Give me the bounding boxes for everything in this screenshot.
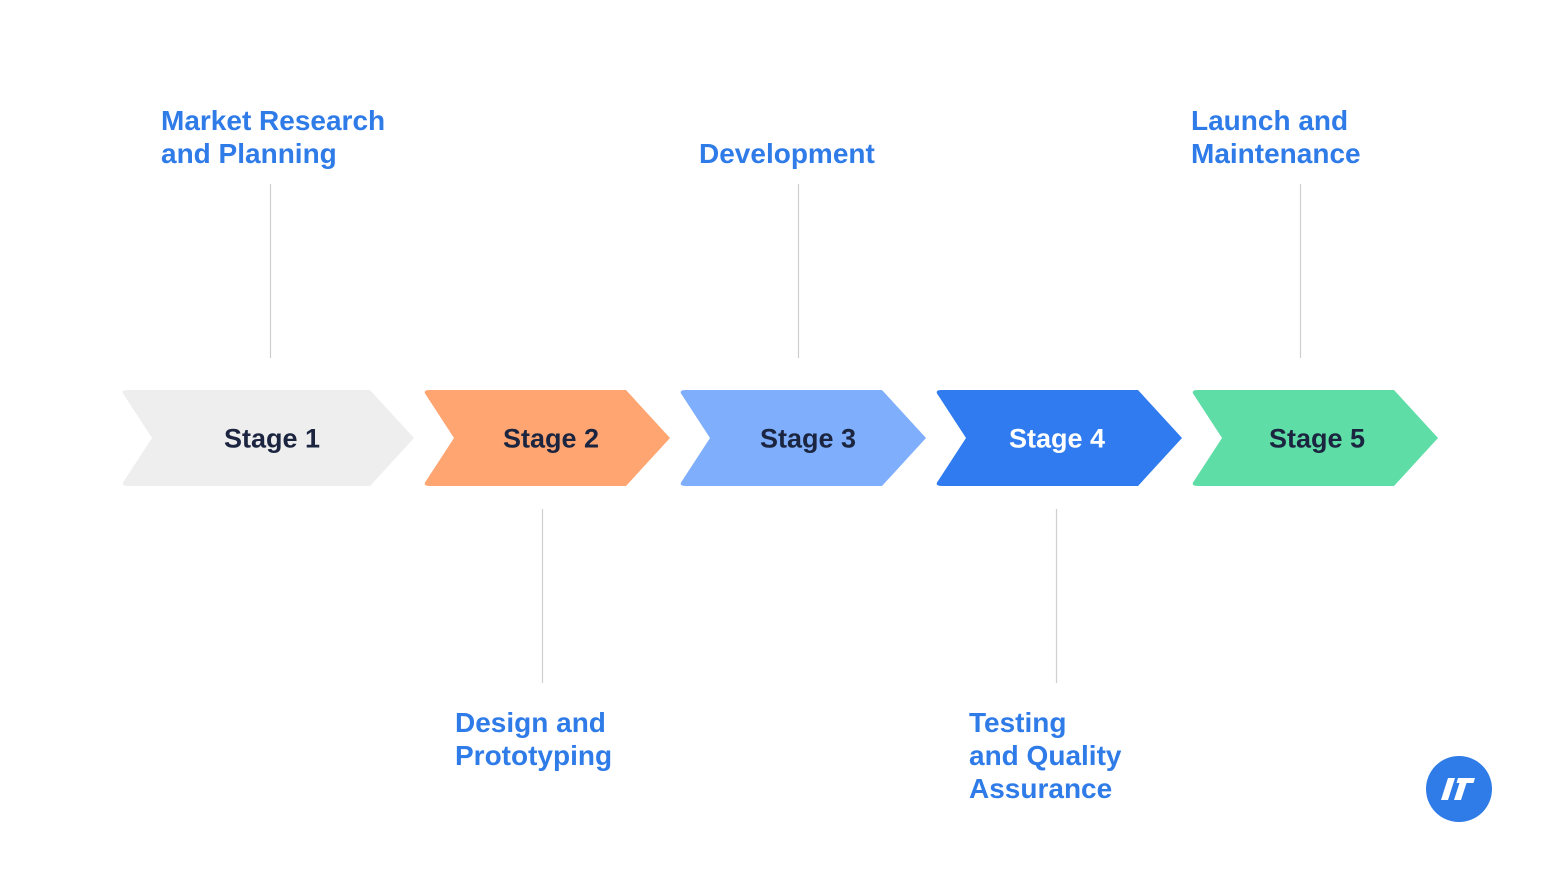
caption-line: Development [699,138,875,169]
caption-line: Prototyping [455,740,613,771]
caption-line: and Quality [969,740,1122,771]
caption-line: Assurance [969,773,1113,804]
stage-2-caption: Design and Prototyping [455,706,612,772]
stage-5-caption: Launch and Maintenance [1191,104,1361,170]
stage-1-caption: Market Research and Planning [161,104,385,170]
caption-line: Market Research [161,105,386,136]
stage-2-chevron [424,390,670,486]
stage-5-chevron [1192,390,1438,486]
stage-4-caption: Testing and Quality Assurance [969,706,1121,805]
caption-line: Maintenance [1191,138,1361,169]
caption-line: and Planning [161,138,337,169]
stage-1-label: Stage 1 [224,424,320,454]
stage-2-label: Stage 2 [503,424,599,454]
stage-4-chevron [936,390,1182,486]
stage-3-caption: Development [699,137,875,170]
stage-4-label: Stage 4 [1009,424,1105,454]
stage-3-label: Stage 3 [760,424,856,454]
brand-logo-icon [1426,756,1492,822]
stage-1-chevron [122,390,415,486]
caption-line: Testing [969,707,1067,738]
caption-line: Design and [455,707,606,738]
stage-5-label: Stage 5 [1269,424,1365,454]
stage-3-chevron [680,390,926,486]
caption-line: Launch and [1191,105,1349,136]
